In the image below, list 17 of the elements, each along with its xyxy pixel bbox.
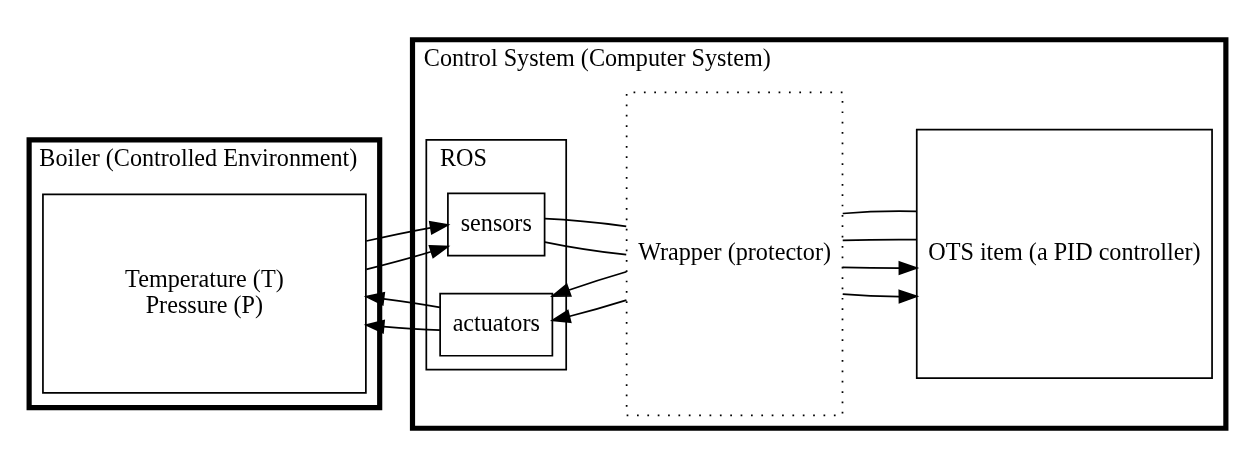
connector <box>841 238 918 241</box>
arrow <box>365 220 451 242</box>
node-box: sensors <box>447 192 546 256</box>
node-box: OTS item (a PID controller) <box>915 128 1213 379</box>
arrow <box>365 244 451 270</box>
connector <box>544 217 628 227</box>
node-box: Wrapper (protector) <box>625 91 844 416</box>
node-box: actuators <box>439 292 554 357</box>
arrow <box>363 318 441 334</box>
arrow <box>841 260 920 275</box>
connector <box>841 209 918 214</box>
arrow <box>363 291 441 308</box>
node-box: Temperature (T) Pressure (P) <box>42 192 367 394</box>
connector <box>544 240 628 256</box>
arrow <box>550 270 628 297</box>
arrow <box>549 298 628 323</box>
arrow <box>841 288 920 304</box>
